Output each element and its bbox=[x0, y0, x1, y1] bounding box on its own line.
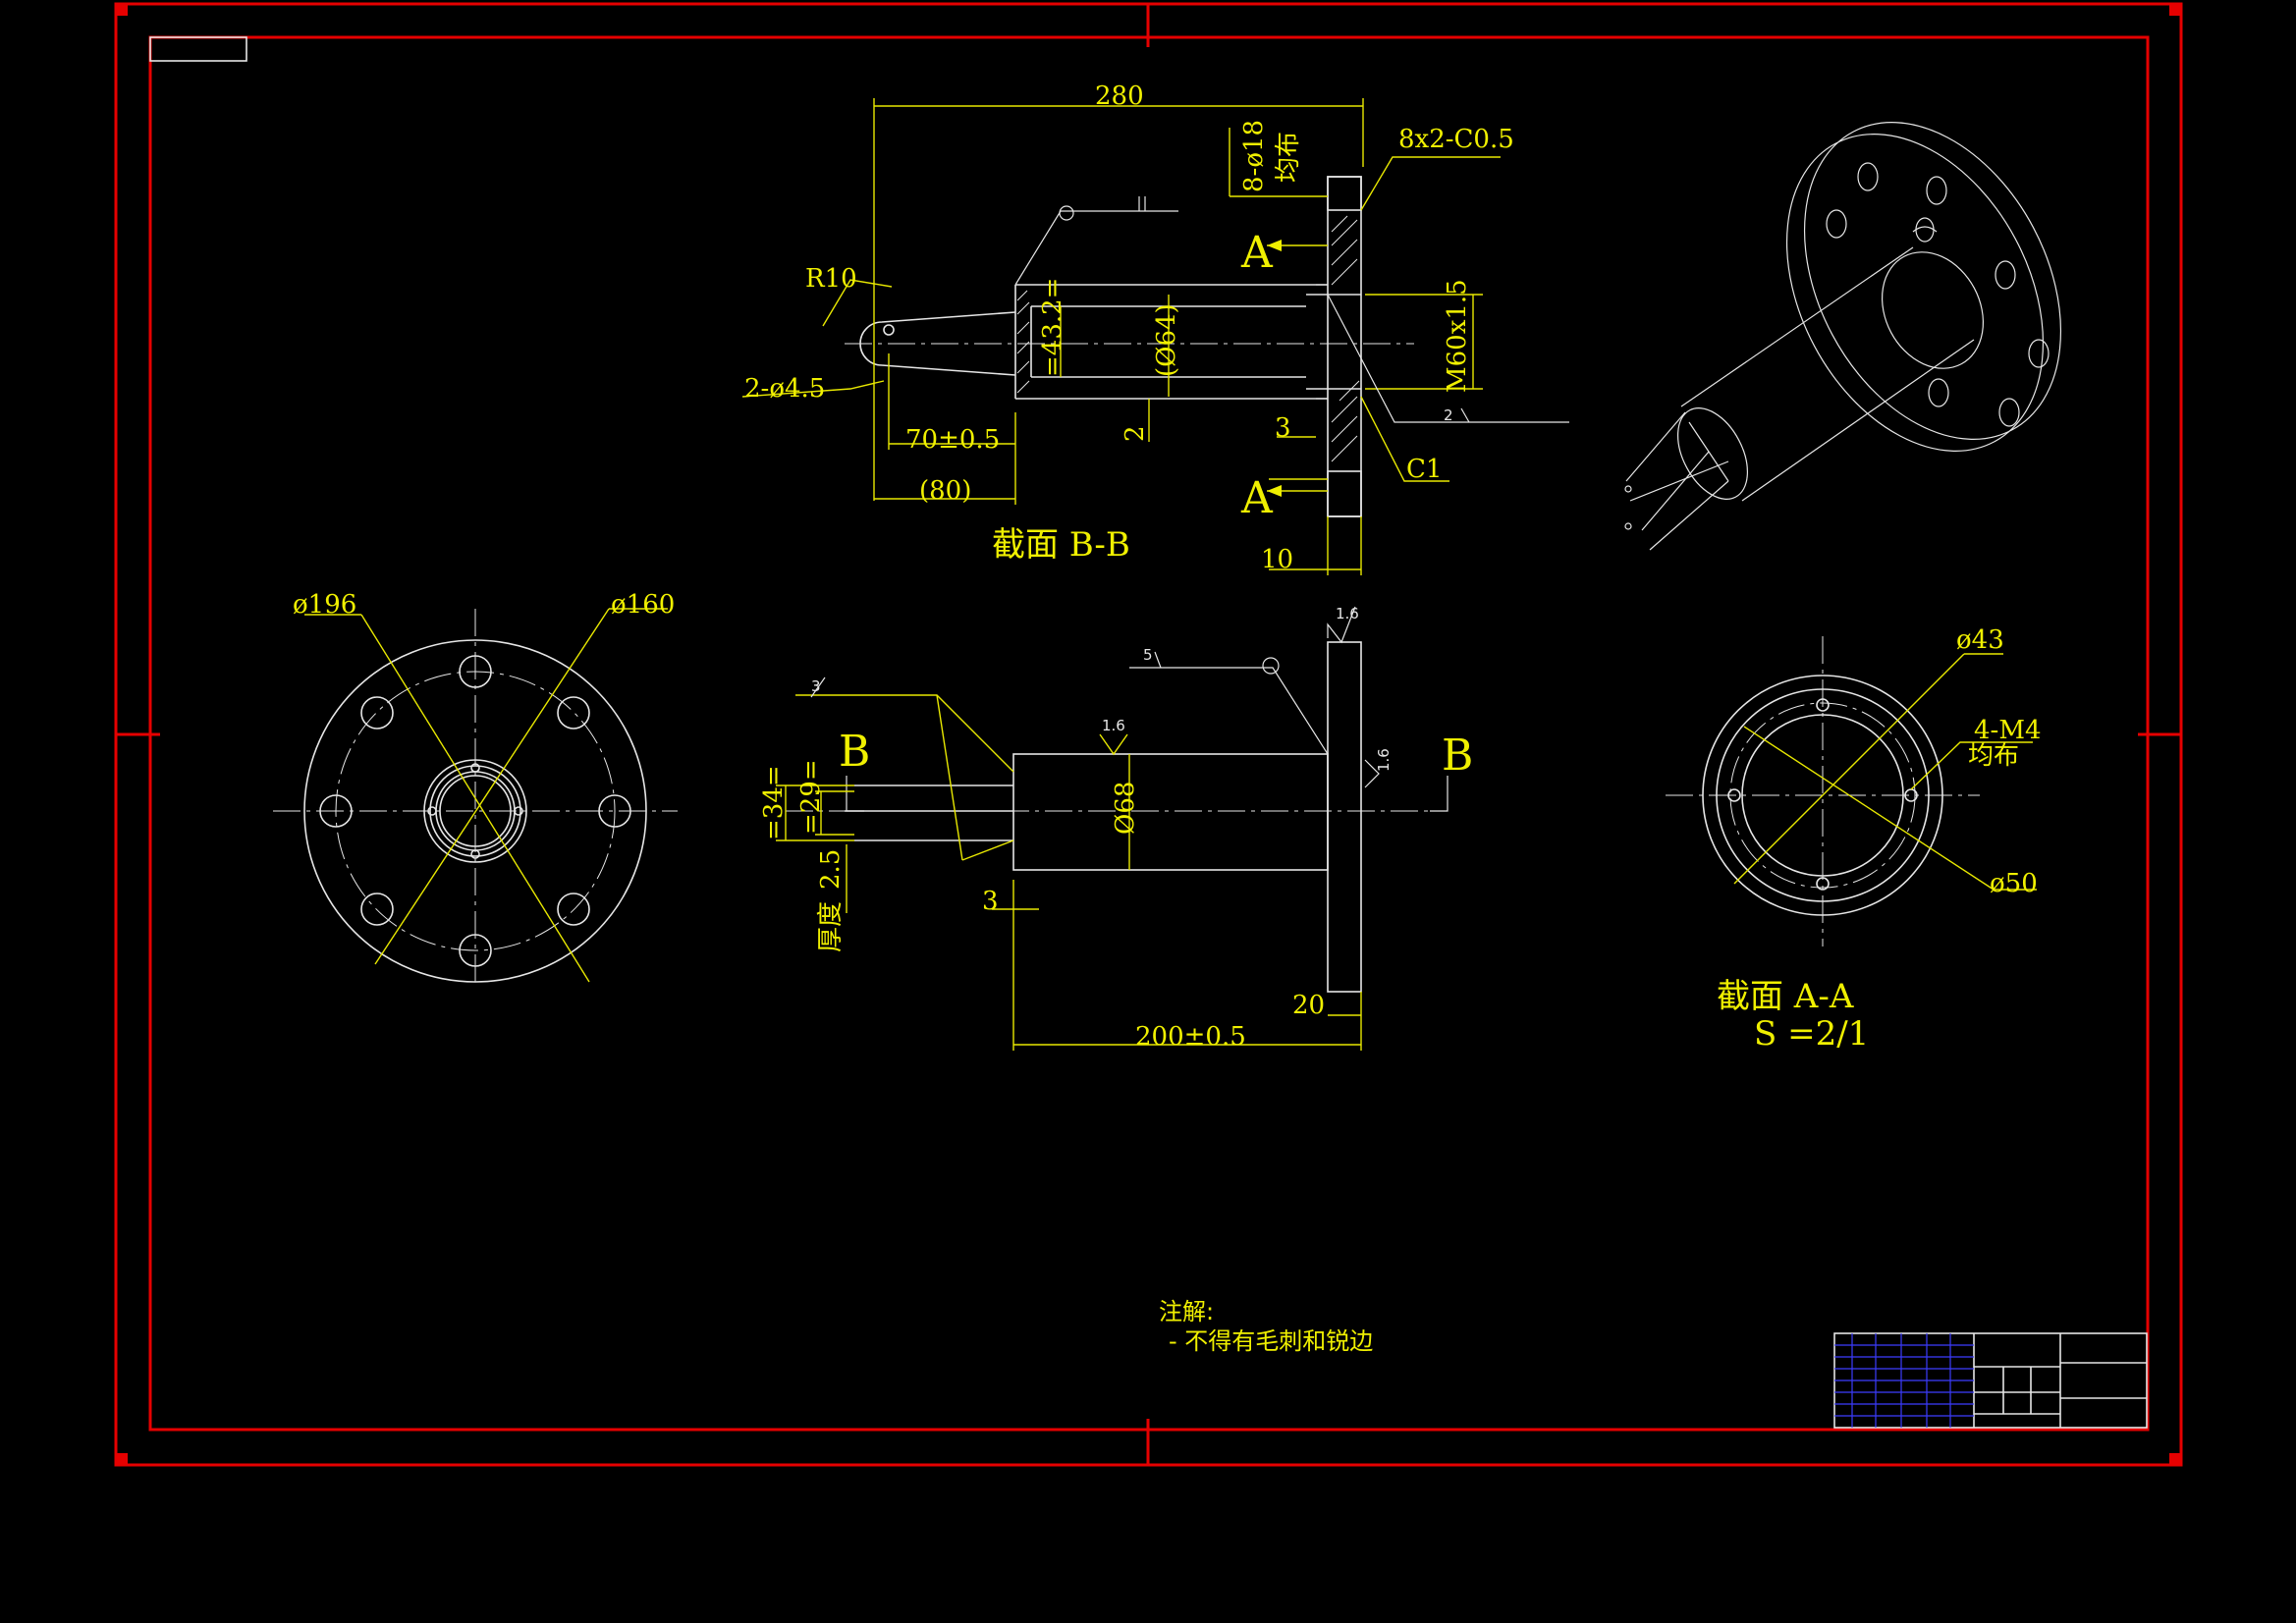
dim-outer: (Ø64) bbox=[1152, 303, 1181, 377]
section-aa-title: 截面 A-A bbox=[1717, 977, 1854, 1016]
sheet-frame bbox=[114, 2, 2183, 1467]
dim-flange: 10 bbox=[1261, 545, 1293, 574]
dim-thread: M60x1.5 bbox=[1443, 279, 1472, 393]
section-aa-view bbox=[1666, 636, 2037, 947]
dim-chamfer: 8x2-C0.5 bbox=[1398, 125, 1514, 154]
rough-flange: 1.6 bbox=[1336, 605, 1359, 622]
cut-a-top: A bbox=[1240, 228, 1274, 278]
notes-item: - 不得有毛刺和锐边 bbox=[1169, 1327, 1373, 1355]
main-side-view bbox=[776, 606, 1449, 1051]
dim-radius: R10 bbox=[805, 264, 857, 294]
dim-outer-50: ø50 bbox=[1990, 869, 2038, 898]
dim-outer-diameter: ø196 bbox=[293, 590, 356, 620]
dim-holes-8: 8-ø18 bbox=[1239, 120, 1269, 192]
rough-mark: 2 bbox=[1444, 406, 1453, 424]
rough-5: 5 bbox=[1143, 646, 1153, 664]
dim-pcd: ø160 bbox=[611, 590, 675, 620]
dim-pins: 2-ø4.5 bbox=[744, 374, 825, 404]
rough-top: 1.6 bbox=[1102, 717, 1125, 734]
rough-3: 3 bbox=[811, 677, 821, 695]
cut-b-right: B bbox=[1442, 730, 1473, 781]
dim-width-34: =34= bbox=[759, 765, 789, 840]
dim-wall: 2 bbox=[1121, 425, 1150, 442]
dim-bore: =43.2= bbox=[1038, 278, 1067, 377]
title-block bbox=[1833, 1332, 2148, 1429]
rough-right: 1.6 bbox=[1375, 748, 1393, 772]
dim-thickness: 2.5 bbox=[816, 849, 846, 890]
cut-b-left: B bbox=[839, 727, 870, 777]
dim-main-length: 200±0.5 bbox=[1135, 1022, 1246, 1052]
dim-holes-note: 均布 bbox=[1274, 132, 1303, 183]
dim-edge: C1 bbox=[1406, 455, 1442, 484]
dim-width-29: =29= bbox=[796, 759, 826, 835]
dim-main-step: 3 bbox=[982, 887, 999, 916]
cut-a-bottom: A bbox=[1240, 473, 1274, 523]
dim-main-flange: 20 bbox=[1292, 991, 1325, 1020]
section-aa-scale: S =2/1 bbox=[1754, 1014, 1869, 1054]
dim-position: 70±0.5 bbox=[905, 425, 1000, 455]
dim-ref: (80) bbox=[919, 476, 971, 506]
dim-holes-m4-note: 均布 bbox=[1968, 741, 2019, 771]
dim-thickness-label: 厚度 bbox=[816, 901, 846, 952]
dim-inner-43: ø43 bbox=[1956, 625, 2004, 655]
dim-length-280: 280 bbox=[1095, 81, 1144, 111]
section-bb-title: 截面 B-B bbox=[992, 525, 1130, 565]
dim-dia-68: Ø68 bbox=[1111, 782, 1140, 835]
section-bb-view bbox=[741, 98, 1569, 575]
notes-heading: 注解: bbox=[1159, 1298, 1214, 1325]
dim-holes-m4: 4-M4 bbox=[1974, 716, 2042, 745]
front-flange-view bbox=[273, 608, 678, 983]
dim-step: 3 bbox=[1275, 413, 1291, 443]
isometric-view bbox=[1624, 122, 2062, 551]
